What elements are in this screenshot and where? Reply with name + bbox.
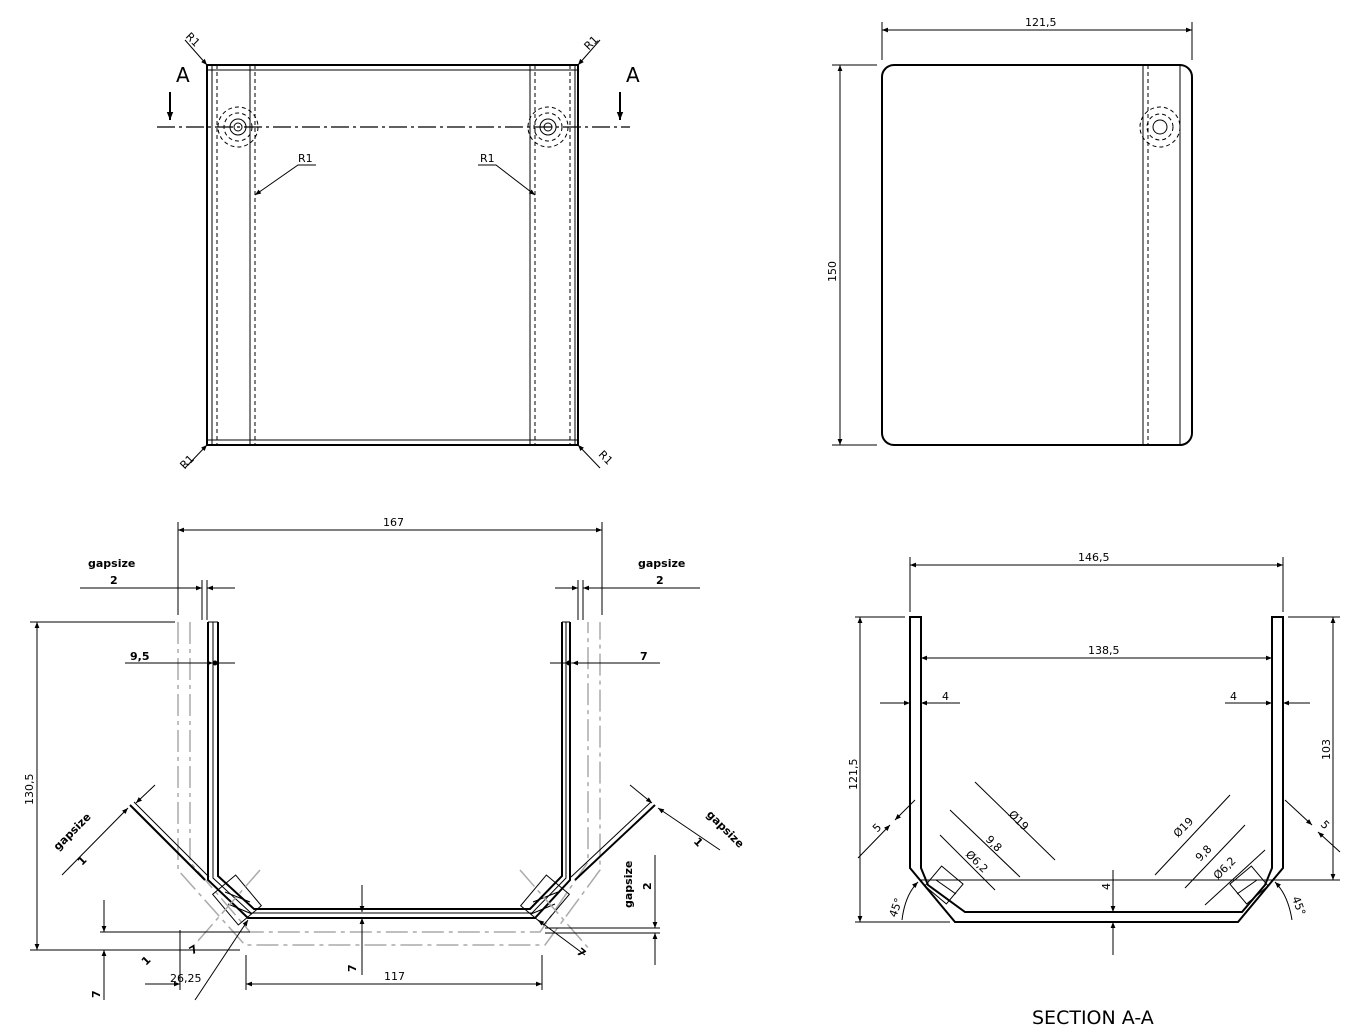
gapsize-value: 1: [691, 835, 706, 850]
hinge-section-left: [924, 865, 964, 905]
right-offset-dimension: 7: [640, 650, 648, 663]
gapsize-label: gapsize: [704, 808, 747, 851]
gapsize-label: gapsize: [51, 810, 94, 853]
bottom-thickness-dimension: 4: [1100, 883, 1113, 890]
wall-right-dimension: 4: [1230, 690, 1237, 703]
front-view: A A R1 R1 R1 R1 R1 R1: [157, 30, 640, 472]
radius-label: R1: [183, 30, 203, 50]
gapsize-value: 2: [641, 882, 654, 890]
left-flange-dimension: 26,25: [170, 972, 202, 985]
section-profile: [909, 616, 1284, 923]
radius-label: R1: [596, 448, 616, 468]
gapsize-label: gapsize: [88, 557, 135, 570]
inner-width-dimension: 138,5: [1088, 644, 1120, 657]
section-mark: A: [176, 63, 190, 87]
wall-left-dimension: 4: [942, 690, 949, 703]
gapsize-value: 2: [656, 574, 664, 587]
diag-right-dimension: 7: [574, 945, 588, 960]
side-view: 121,5 150: [826, 16, 1193, 446]
hole-mid-left: 9,8: [983, 833, 1005, 855]
chamfer-right-dimension: 5: [1318, 818, 1332, 832]
hinge-section-right: [1229, 865, 1269, 905]
section-mark: A: [626, 63, 640, 87]
height-dimension: 150: [826, 261, 839, 282]
radius-label: R1: [480, 152, 495, 165]
height-right-dimension: 103: [1320, 739, 1333, 760]
height-left-dimension: 121,5: [847, 759, 860, 791]
outer-width-dimension: 146,5: [1078, 551, 1110, 564]
width-dimension: 121,5: [1025, 16, 1057, 29]
angle-right: 45°: [1289, 895, 1308, 918]
radius-label: R1: [298, 152, 313, 165]
gapsize-label: gapsize: [622, 861, 635, 908]
gapsize-value: 2: [110, 574, 118, 587]
gapsize-value: 1: [75, 854, 90, 869]
flat-pattern-view: 167 gapsize 2 gapsize 2 9,5 7 130,5 gaps…: [23, 516, 747, 1001]
gapsize-label: gapsize: [638, 557, 685, 570]
bottom-width-dimension: 117: [384, 970, 405, 983]
radius-label: R1: [177, 452, 197, 472]
hole-left: [217, 106, 259, 148]
section-view: 146,5 138,5 4 4 121,5 103 5 5 Ø19 9,8 Ø6…: [847, 551, 1341, 1029]
section-title: SECTION A-A: [1032, 1007, 1154, 1029]
overall-width-dimension: 167: [383, 516, 404, 529]
diag-small-dimension: 1: [139, 954, 154, 969]
hole-right: [527, 106, 569, 148]
radius-label: R1: [582, 33, 602, 53]
phantom-outline: [177, 622, 601, 946]
left-offset-dimension: 9,5: [130, 650, 150, 663]
bottom-thickness-dimension: 7: [346, 964, 359, 972]
hole-dia-left: Ø19: [1006, 808, 1031, 833]
height-dimension: 130,5: [23, 774, 36, 806]
hole-dia-right: Ø19: [1171, 815, 1196, 840]
angle-left: 45°: [887, 896, 906, 919]
left-bottom-dimension: 7: [90, 990, 103, 998]
